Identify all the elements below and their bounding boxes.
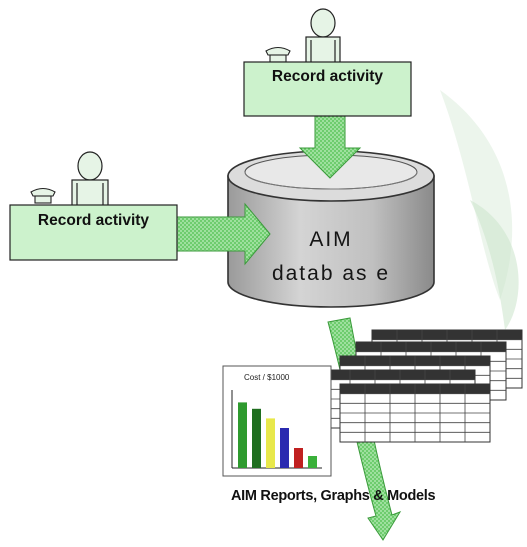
mini-chart-bar [266,418,275,468]
database-label-line2: datab as e [271,262,391,285]
top-record-box [243,61,412,117]
mini-chart-bar [252,408,261,468]
right-arrow [175,202,271,266]
mini-chart-bar [308,456,317,468]
spreadsheet-stack [324,329,523,443]
mini-chart-bar [294,448,303,468]
top-phone-icon [265,46,291,63]
mini-chart-bar [280,428,289,468]
database-label-line1: AIM [309,228,353,251]
left-phone-icon [30,187,56,204]
top-box-label: Record activity [271,68,384,85]
top-person-icon [305,8,341,64]
left-record-box [9,204,178,261]
mini-chart-bar [238,402,247,468]
mini-chart-card [222,365,332,477]
mini-chart-title: Cost / $1000 [244,373,290,382]
down-arrow [298,114,362,179]
mini-chart-bars [238,402,317,468]
left-box-label: Record activity [37,212,150,229]
reports-caption: AIM Reports, Graphs & Models [231,488,436,504]
left-person-icon [71,151,109,207]
background-swirl [440,90,519,330]
